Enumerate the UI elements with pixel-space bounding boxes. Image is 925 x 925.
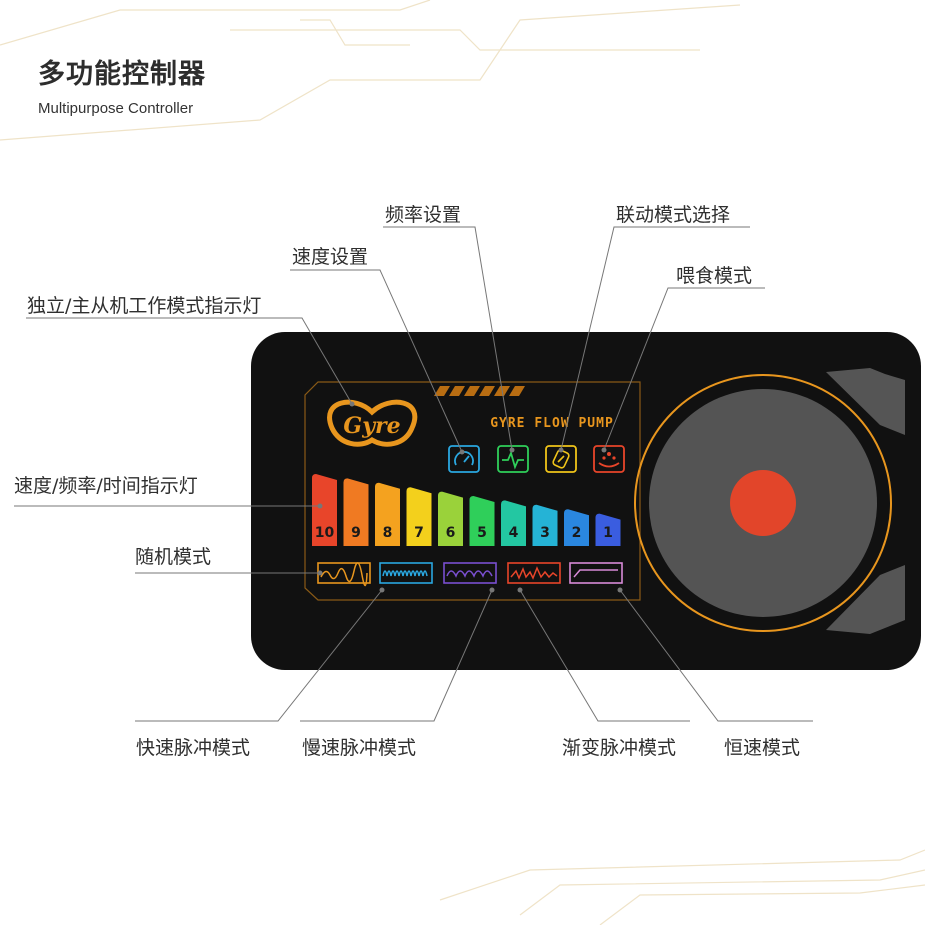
constant-speed-button[interactable]: [569, 562, 623, 584]
label-frequency-setting: 频率设置: [385, 204, 462, 226]
level-label: 3: [540, 525, 550, 541]
label-speed-freq-time-indicator: 速度/频率/时间指示灯: [14, 475, 198, 497]
label-master-slave-indicator: 独立/主从机工作模式指示灯: [27, 295, 262, 317]
level-label: 8: [383, 525, 393, 541]
fast-pulse-button[interactable]: [379, 562, 433, 584]
speed-gauge-icon[interactable]: [448, 445, 480, 473]
knob-center: [730, 470, 796, 536]
level-label: 7: [414, 525, 424, 541]
level-label: 2: [572, 525, 582, 541]
label-random-mode: 随机模式: [135, 546, 212, 568]
callout-lines: [14, 226, 813, 722]
feed-icon[interactable]: [593, 445, 625, 473]
gyre-logo: Gyre: [327, 399, 418, 447]
level-label: 9: [351, 525, 361, 541]
page-title: 多功能控制器: [38, 59, 206, 90]
level-label: 1: [603, 525, 613, 541]
label-feed-mode: 喂食模式: [676, 265, 753, 287]
frequency-wave-icon[interactable]: [497, 445, 529, 473]
product-name: GYRE FLOW PUMP: [490, 416, 614, 431]
level-indicator-6: 6: [438, 491, 463, 546]
label-fast-pulse: 快速脉冲模式: [136, 737, 251, 759]
gradual-pulse-button[interactable]: [507, 562, 561, 584]
label-slow-pulse: 慢速脉冲模式: [302, 737, 417, 759]
level-label: 5: [477, 525, 487, 541]
level-label: 4: [509, 525, 519, 541]
level-indicator-1: 1: [595, 513, 621, 546]
level-indicator-4: 4: [501, 500, 526, 546]
level-label: 10: [315, 525, 335, 541]
level-label: 6: [446, 525, 456, 541]
level-indicator-2: 2: [564, 509, 589, 546]
label-constant-speed: 恒速模式: [724, 737, 801, 759]
level-indicator-5: 5: [469, 496, 495, 546]
link-icon[interactable]: [545, 445, 577, 473]
level-indicator-9: 9: [343, 478, 369, 546]
level-indicator-3: 3: [532, 504, 558, 546]
control-knob[interactable]: [634, 368, 905, 634]
panel-frame: [304, 381, 641, 601]
level-indicator-10: 10: [312, 474, 337, 546]
label-gradual-pulse: 渐变脉冲模式: [562, 737, 677, 759]
callout-dots: [317, 401, 623, 593]
level-indicator-8: 8: [375, 482, 400, 546]
label-linkage-mode: 联动模式选择: [616, 204, 731, 226]
slow-pulse-button[interactable]: [443, 562, 497, 584]
page-subtitle: Multipurpose Controller: [38, 100, 194, 117]
stripe-decoration: [434, 386, 525, 396]
brand-name: Gyre: [343, 413, 400, 439]
label-speed-setting: 速度设置: [292, 246, 369, 268]
level-indicator-7: 7: [406, 487, 432, 546]
